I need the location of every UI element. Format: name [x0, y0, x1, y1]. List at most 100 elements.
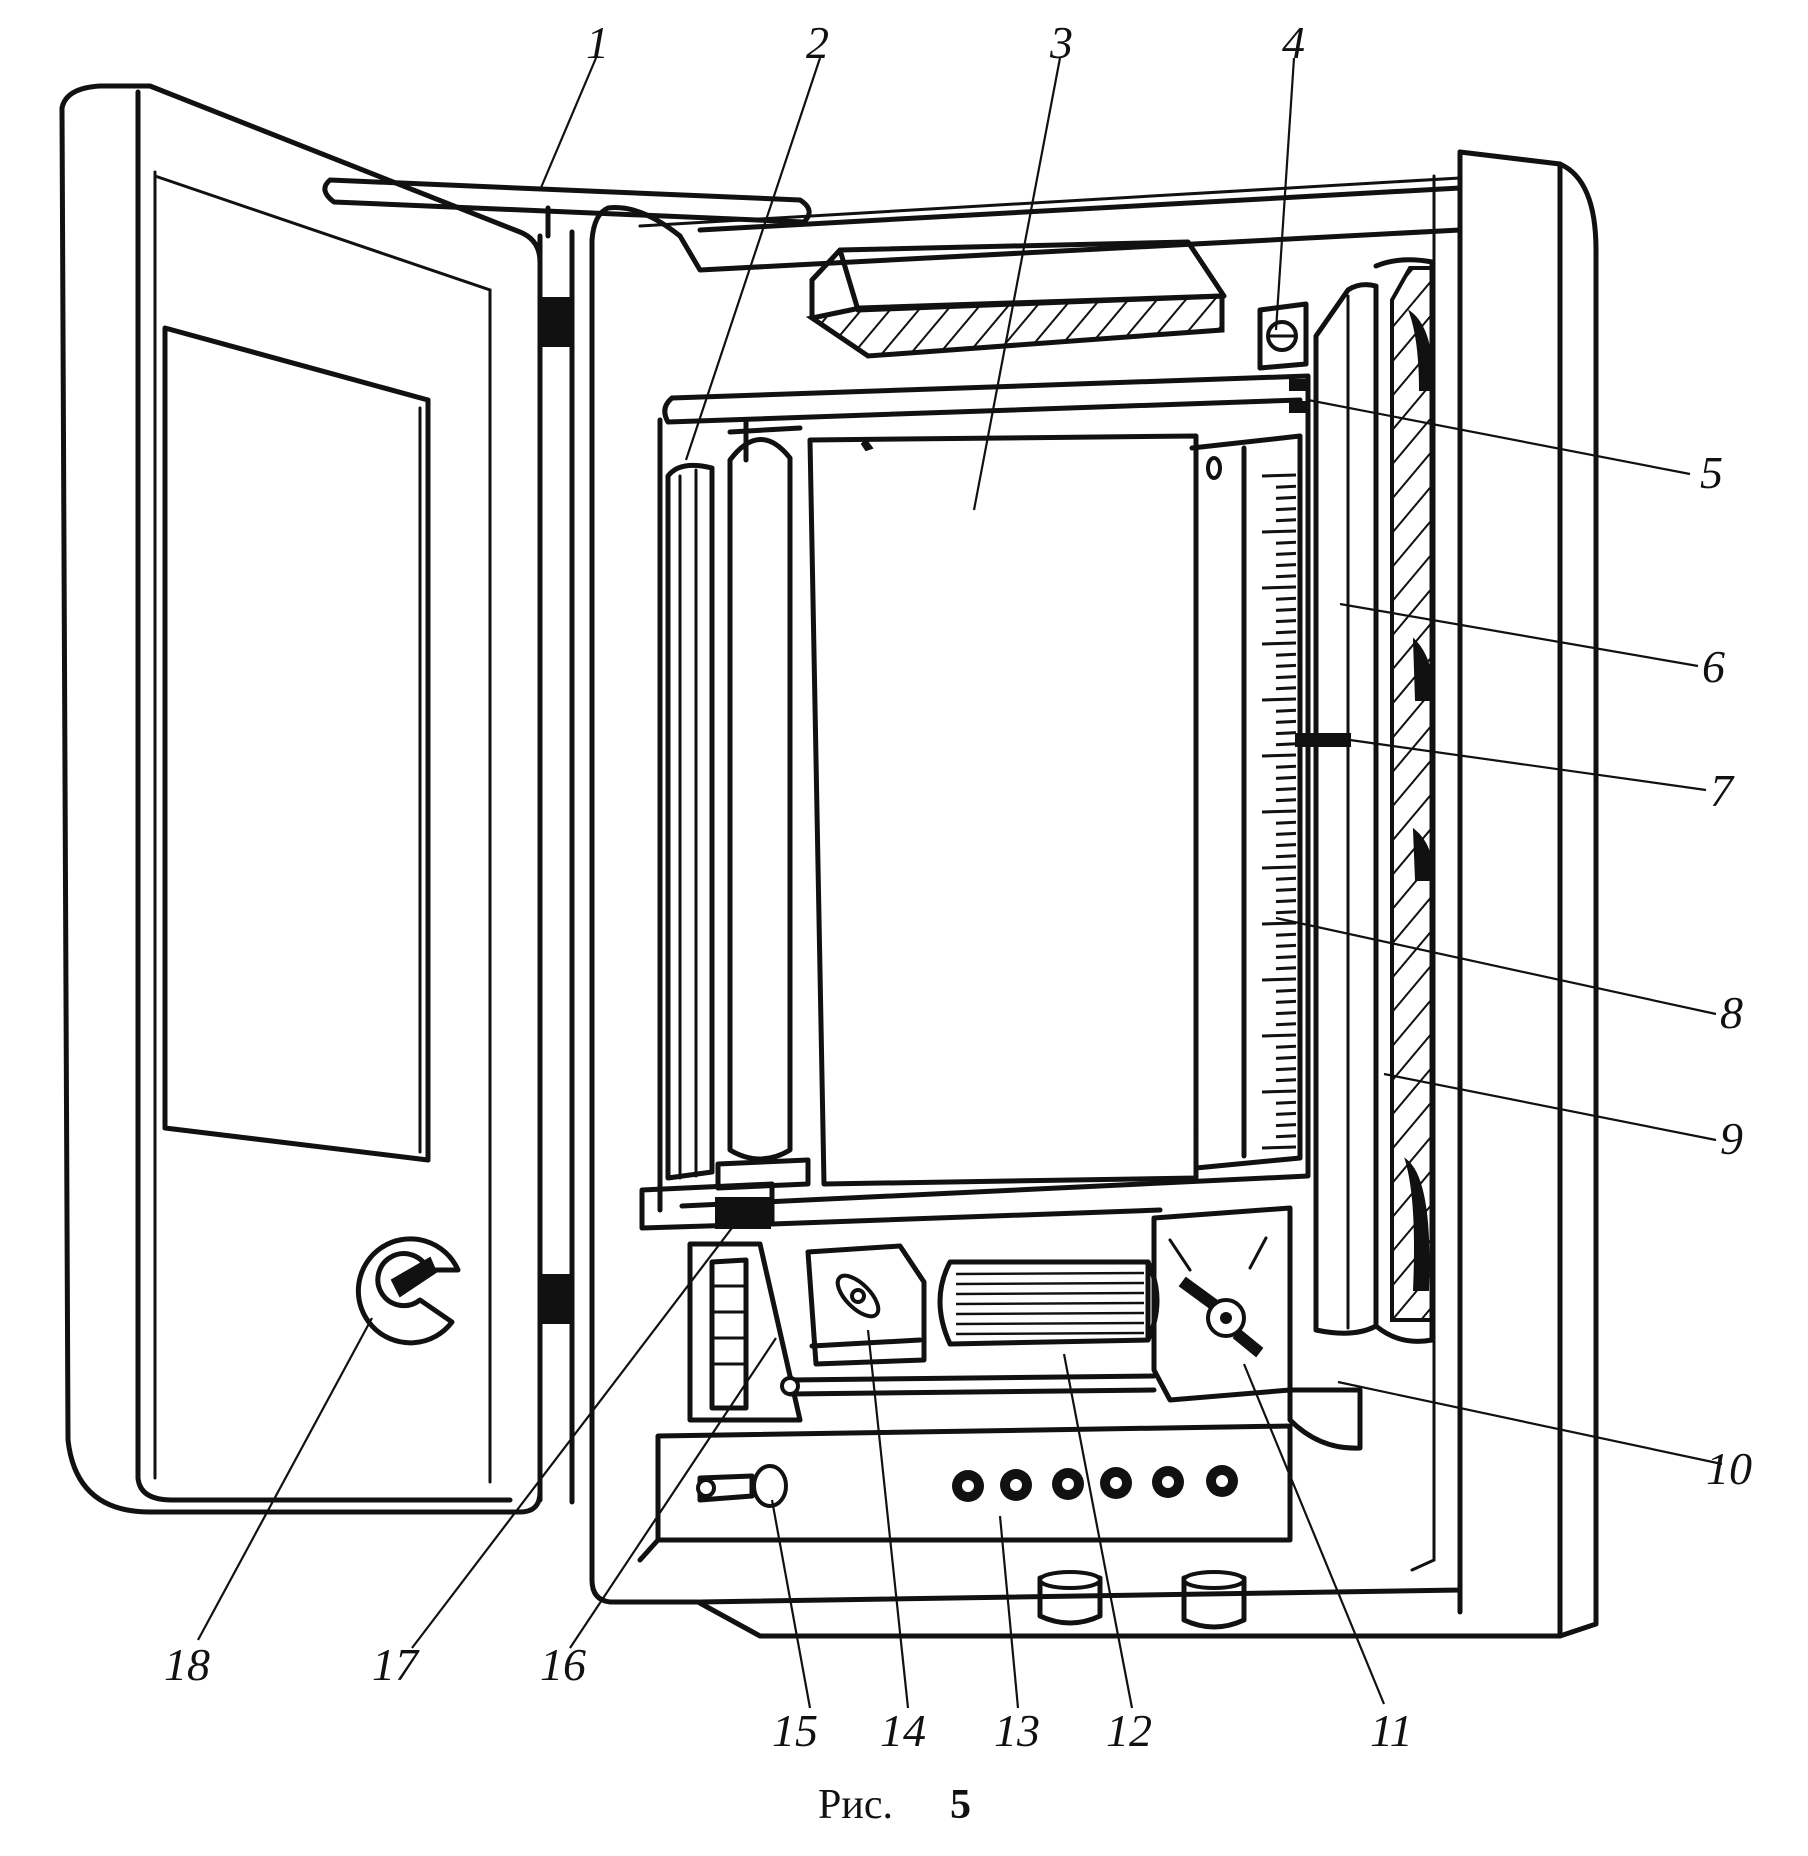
handle [322, 177, 812, 239]
scale-tick [1275, 876, 1297, 881]
callout-2: 2 [806, 17, 829, 68]
scale-tick [1275, 910, 1297, 915]
scale-tick [1261, 865, 1297, 870]
scale-tick [1275, 619, 1297, 624]
bottom-panel [637, 1423, 1293, 1630]
scale-tick [1275, 607, 1297, 612]
scale-tick [1275, 943, 1297, 948]
scale-tick [1275, 1111, 1297, 1116]
scale-tick [1275, 764, 1297, 769]
scale-tick [1275, 798, 1297, 803]
scale-tick [1275, 932, 1297, 937]
scale-tick [1275, 731, 1297, 736]
leader-lines [197, 57, 1723, 1709]
callout-11: 11 [1370, 1705, 1413, 1756]
scale-tick [1275, 574, 1297, 579]
adjust-knob-icon [1178, 1276, 1264, 1358]
scale-tick [1261, 641, 1297, 646]
scale-tick [1275, 675, 1297, 680]
callout-18: 18 [164, 1639, 210, 1690]
drum-ridge [955, 1281, 1145, 1286]
figure-caption: Рис. 5 [818, 1782, 971, 1828]
scale-tick [1275, 1134, 1297, 1139]
lower-mechanism [639, 1181, 1363, 1451]
scale-tick [1261, 529, 1297, 534]
scale-tick [1275, 820, 1297, 825]
top-pen-block [805, 239, 1227, 359]
drum-ridge [955, 1291, 1145, 1296]
scale-tick [1275, 1067, 1297, 1072]
scale-tick [1275, 1156, 1297, 1161]
scale-tick [1275, 484, 1297, 489]
scale-tick [1275, 540, 1297, 545]
scale-tick [1275, 708, 1297, 713]
hinge [537, 229, 575, 1505]
jack-icon [1206, 1465, 1238, 1497]
callout-12: 12 [1106, 1705, 1152, 1756]
callout-14: 14 [880, 1705, 926, 1756]
callout-15: 15 [772, 1705, 818, 1756]
side-panel [1289, 257, 1435, 1344]
callout-4: 4 [1282, 17, 1305, 68]
callout-16: 16 [540, 1639, 586, 1690]
drum-ridge [955, 1301, 1145, 1306]
scale-tick [1275, 1011, 1297, 1016]
scale-tick [1275, 1022, 1297, 1027]
scale-tick [1275, 551, 1297, 556]
callout-3: 3 [1049, 17, 1073, 68]
scale-tick [1275, 831, 1297, 836]
jack-icon [1000, 1469, 1032, 1501]
door [59, 83, 543, 1515]
scale-tick [1261, 1089, 1297, 1094]
scale-tick [1261, 921, 1297, 926]
scale-tick [1275, 652, 1297, 657]
scale-tick [1261, 585, 1297, 590]
scale-tick [1275, 1100, 1297, 1105]
scale-tick [1275, 1123, 1297, 1128]
scale-tick [1275, 1078, 1297, 1083]
jacks [952, 1465, 1238, 1502]
door-lock-icon [355, 1236, 461, 1346]
door-window [162, 325, 431, 1163]
scale-ticks [1261, 473, 1297, 1161]
drum-ridge [955, 1271, 1145, 1276]
scale-tick [1275, 596, 1297, 601]
jack-icon [1052, 1468, 1084, 1500]
callout-5: 5 [1700, 447, 1723, 498]
callout-13: 13 [994, 1705, 1040, 1756]
scale-tick [1275, 518, 1297, 523]
feet [1037, 1570, 1247, 1630]
scale-tick [1275, 887, 1297, 892]
case-body [589, 149, 1599, 1639]
bracket-4 [1257, 301, 1309, 371]
scale-tick [1275, 663, 1297, 668]
jack-icon [952, 1470, 984, 1502]
callout-9: 9 [1720, 1113, 1743, 1164]
scale-tick [1275, 719, 1297, 724]
callout-10: 10 [1706, 1443, 1752, 1494]
scale-tick [1275, 899, 1297, 904]
drum-ridge [955, 1321, 1145, 1326]
scale-tick [1261, 1145, 1297, 1150]
scale-tick [1275, 988, 1297, 993]
scale [1189, 433, 1303, 1171]
scale-tick [1261, 809, 1297, 814]
scale-tick [1275, 966, 1297, 971]
scale-tick [1275, 495, 1297, 500]
supply-roll [665, 417, 811, 1191]
scale-tick [1275, 1044, 1297, 1049]
scale-tick [1275, 787, 1297, 792]
jack-icon [1100, 1467, 1132, 1499]
drum-ridge [955, 1331, 1145, 1336]
scale-tick [1275, 854, 1297, 859]
scale-tick [1275, 742, 1297, 747]
caption-number: 5 [950, 1782, 971, 1828]
scale-tick [1275, 563, 1297, 568]
drum-ridges [955, 1271, 1145, 1336]
scale-tick [1261, 753, 1297, 758]
scale-tick [1275, 1055, 1297, 1060]
caption-prefix: Рис. [818, 1782, 893, 1828]
scale-tick [1275, 507, 1297, 512]
inner-frame [657, 373, 1311, 1213]
